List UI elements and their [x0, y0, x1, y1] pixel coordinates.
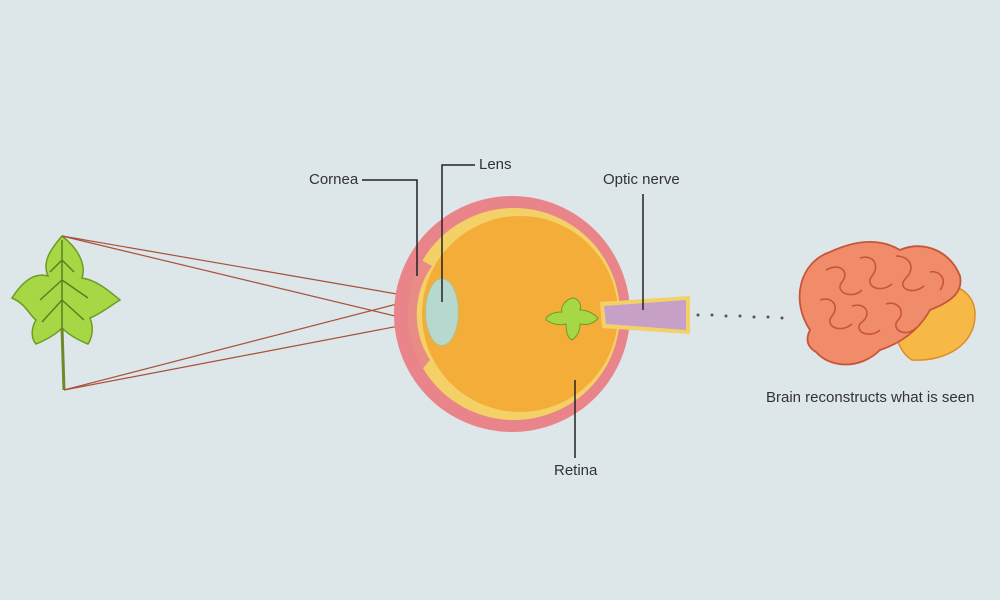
signal-dots	[696, 313, 784, 320]
eye	[394, 196, 630, 432]
label-lens: Lens	[479, 156, 512, 173]
leaf-vein	[39, 240, 89, 330]
cerebrum	[798, 241, 962, 366]
lens-leader	[441, 164, 475, 302]
label-optic-nerve: Optic nerve	[603, 171, 680, 188]
brain-caption: Brain reconstructs what is seen	[766, 389, 975, 406]
eye-interior	[422, 216, 618, 412]
label-retina: Retina	[554, 462, 598, 479]
cornea-leader	[362, 179, 418, 276]
brain-folds	[819, 255, 945, 335]
leaf-object	[10, 234, 122, 391]
retina-image	[545, 297, 599, 341]
cornea-shape	[398, 258, 432, 372]
leaf-blade	[10, 234, 122, 345]
label-cornea: Cornea	[309, 171, 359, 188]
optic-nerve	[600, 296, 690, 334]
brain	[798, 241, 976, 366]
leaf-stem	[60, 327, 66, 391]
leader-lines	[362, 164, 644, 458]
